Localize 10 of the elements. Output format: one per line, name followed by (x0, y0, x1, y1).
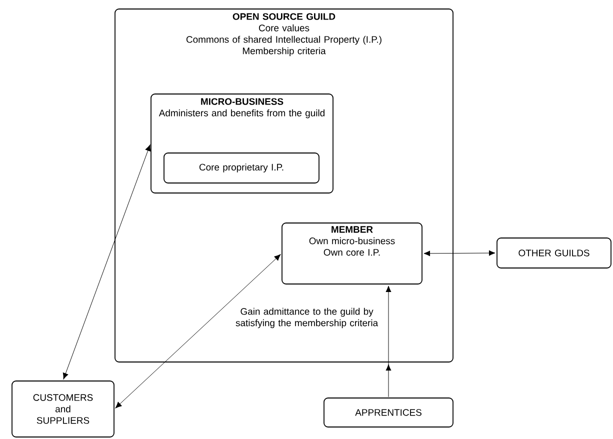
arrow (424, 250, 496, 256)
arrow (386, 286, 392, 398)
guild-box: OTHER GUILDS (496, 238, 612, 268)
arrow (115, 254, 281, 408)
member-box: MEMBER Own micro-business Own core I.P. (282, 222, 422, 284)
apprentice-box: APPRENTICES (324, 398, 454, 428)
party-box: CUSTOMERS and SUPPLIERS (12, 380, 114, 438)
edge-label: Gain admittance to the guild by satisfying the membership criteria (230, 306, 383, 330)
ip-box: Core proprietary I.P. (164, 152, 320, 184)
arrow (62, 144, 151, 380)
